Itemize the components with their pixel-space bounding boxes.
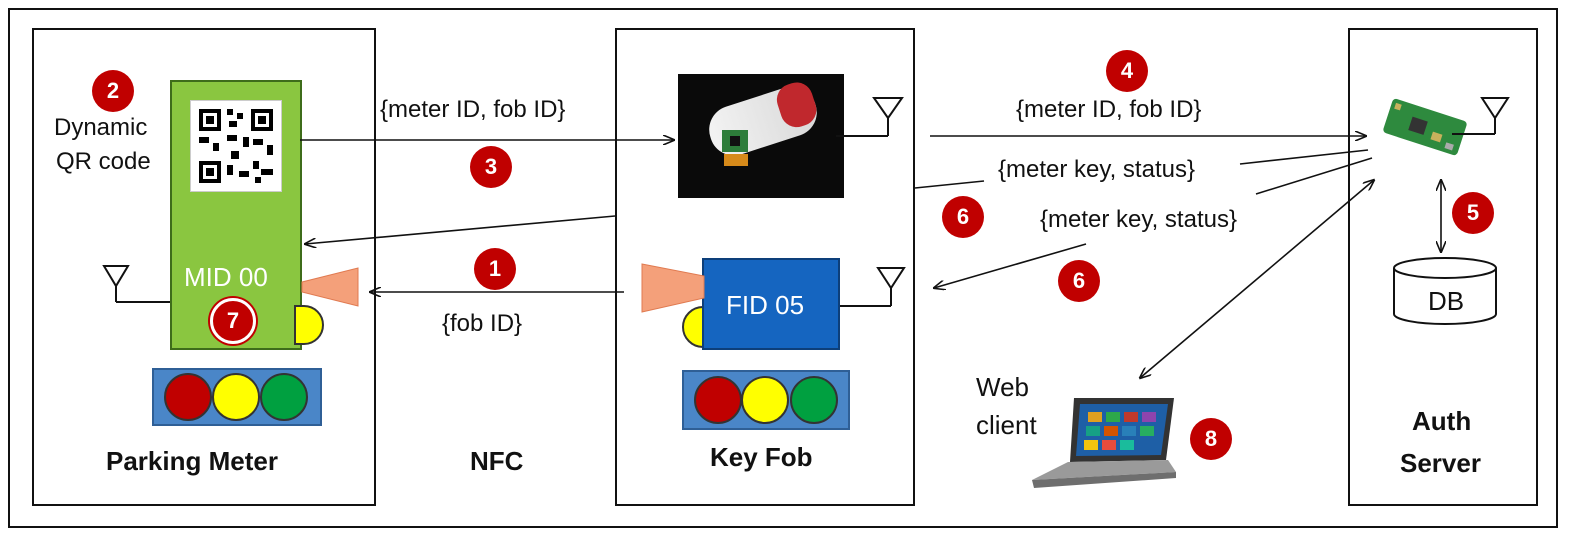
- database-icon: [1392, 256, 1498, 326]
- web-client-label-2: client: [976, 410, 1037, 440]
- message-6b: {meter key, status}: [1040, 206, 1237, 233]
- step-7-badge: 7: [210, 298, 256, 344]
- fob-yellow-light: [741, 376, 789, 424]
- meter-red-light: [164, 373, 212, 421]
- web-client-label-1: Web: [976, 372, 1029, 402]
- fob-id-text: FID 05: [726, 290, 805, 320]
- auth-title-line2: Server: [1400, 448, 1481, 478]
- server-antenna-icon: [1452, 97, 1510, 135]
- step-6a-badge: 6: [942, 196, 984, 238]
- laptop-icon: [1028, 392, 1178, 492]
- step-5-badge: 5: [1452, 192, 1494, 234]
- raspberry-pi-photo: [1380, 95, 1470, 165]
- qr-code-icon: [190, 100, 282, 192]
- dynamic-label: Dynamic: [54, 114, 148, 141]
- message-3: {meter ID, fob ID}: [380, 96, 566, 123]
- message-4: {meter ID, fob ID}: [1016, 96, 1202, 123]
- meter-nfc-beam-icon: [301, 267, 359, 307]
- auth-title-line1: Auth: [1412, 406, 1472, 436]
- step-6b-badge: 6: [1058, 260, 1100, 302]
- step-4-badge: 4: [1106, 50, 1148, 92]
- step-1-badge: 1: [474, 248, 516, 290]
- camera-antenna-icon: [836, 97, 904, 137]
- fob-antenna-icon: [840, 267, 906, 307]
- step-2-badge: 2: [92, 70, 134, 112]
- meter-id-text: MID 00: [184, 262, 268, 292]
- meter-green-light: [260, 373, 308, 421]
- fob-green-light: [790, 376, 838, 424]
- message-6a: {meter key, status}: [998, 156, 1195, 183]
- key-fob-title: Key Fob: [710, 442, 813, 472]
- nfc-title: NFC: [470, 446, 524, 476]
- step-3-badge: 3: [470, 146, 512, 188]
- step-8-badge: 8: [1190, 418, 1232, 460]
- meter-yellow-light: [212, 373, 260, 421]
- fob-body: [702, 258, 840, 350]
- db-label: DB: [1428, 286, 1465, 316]
- qr-code-label: QR code: [56, 148, 151, 175]
- parking-meter-title: Parking Meter: [106, 446, 278, 476]
- camera-module-photo: [678, 74, 844, 198]
- fob-nfc-beam-icon: [641, 263, 705, 313]
- meter-antenna-icon: [102, 265, 170, 303]
- message-1: {fob ID}: [442, 310, 523, 337]
